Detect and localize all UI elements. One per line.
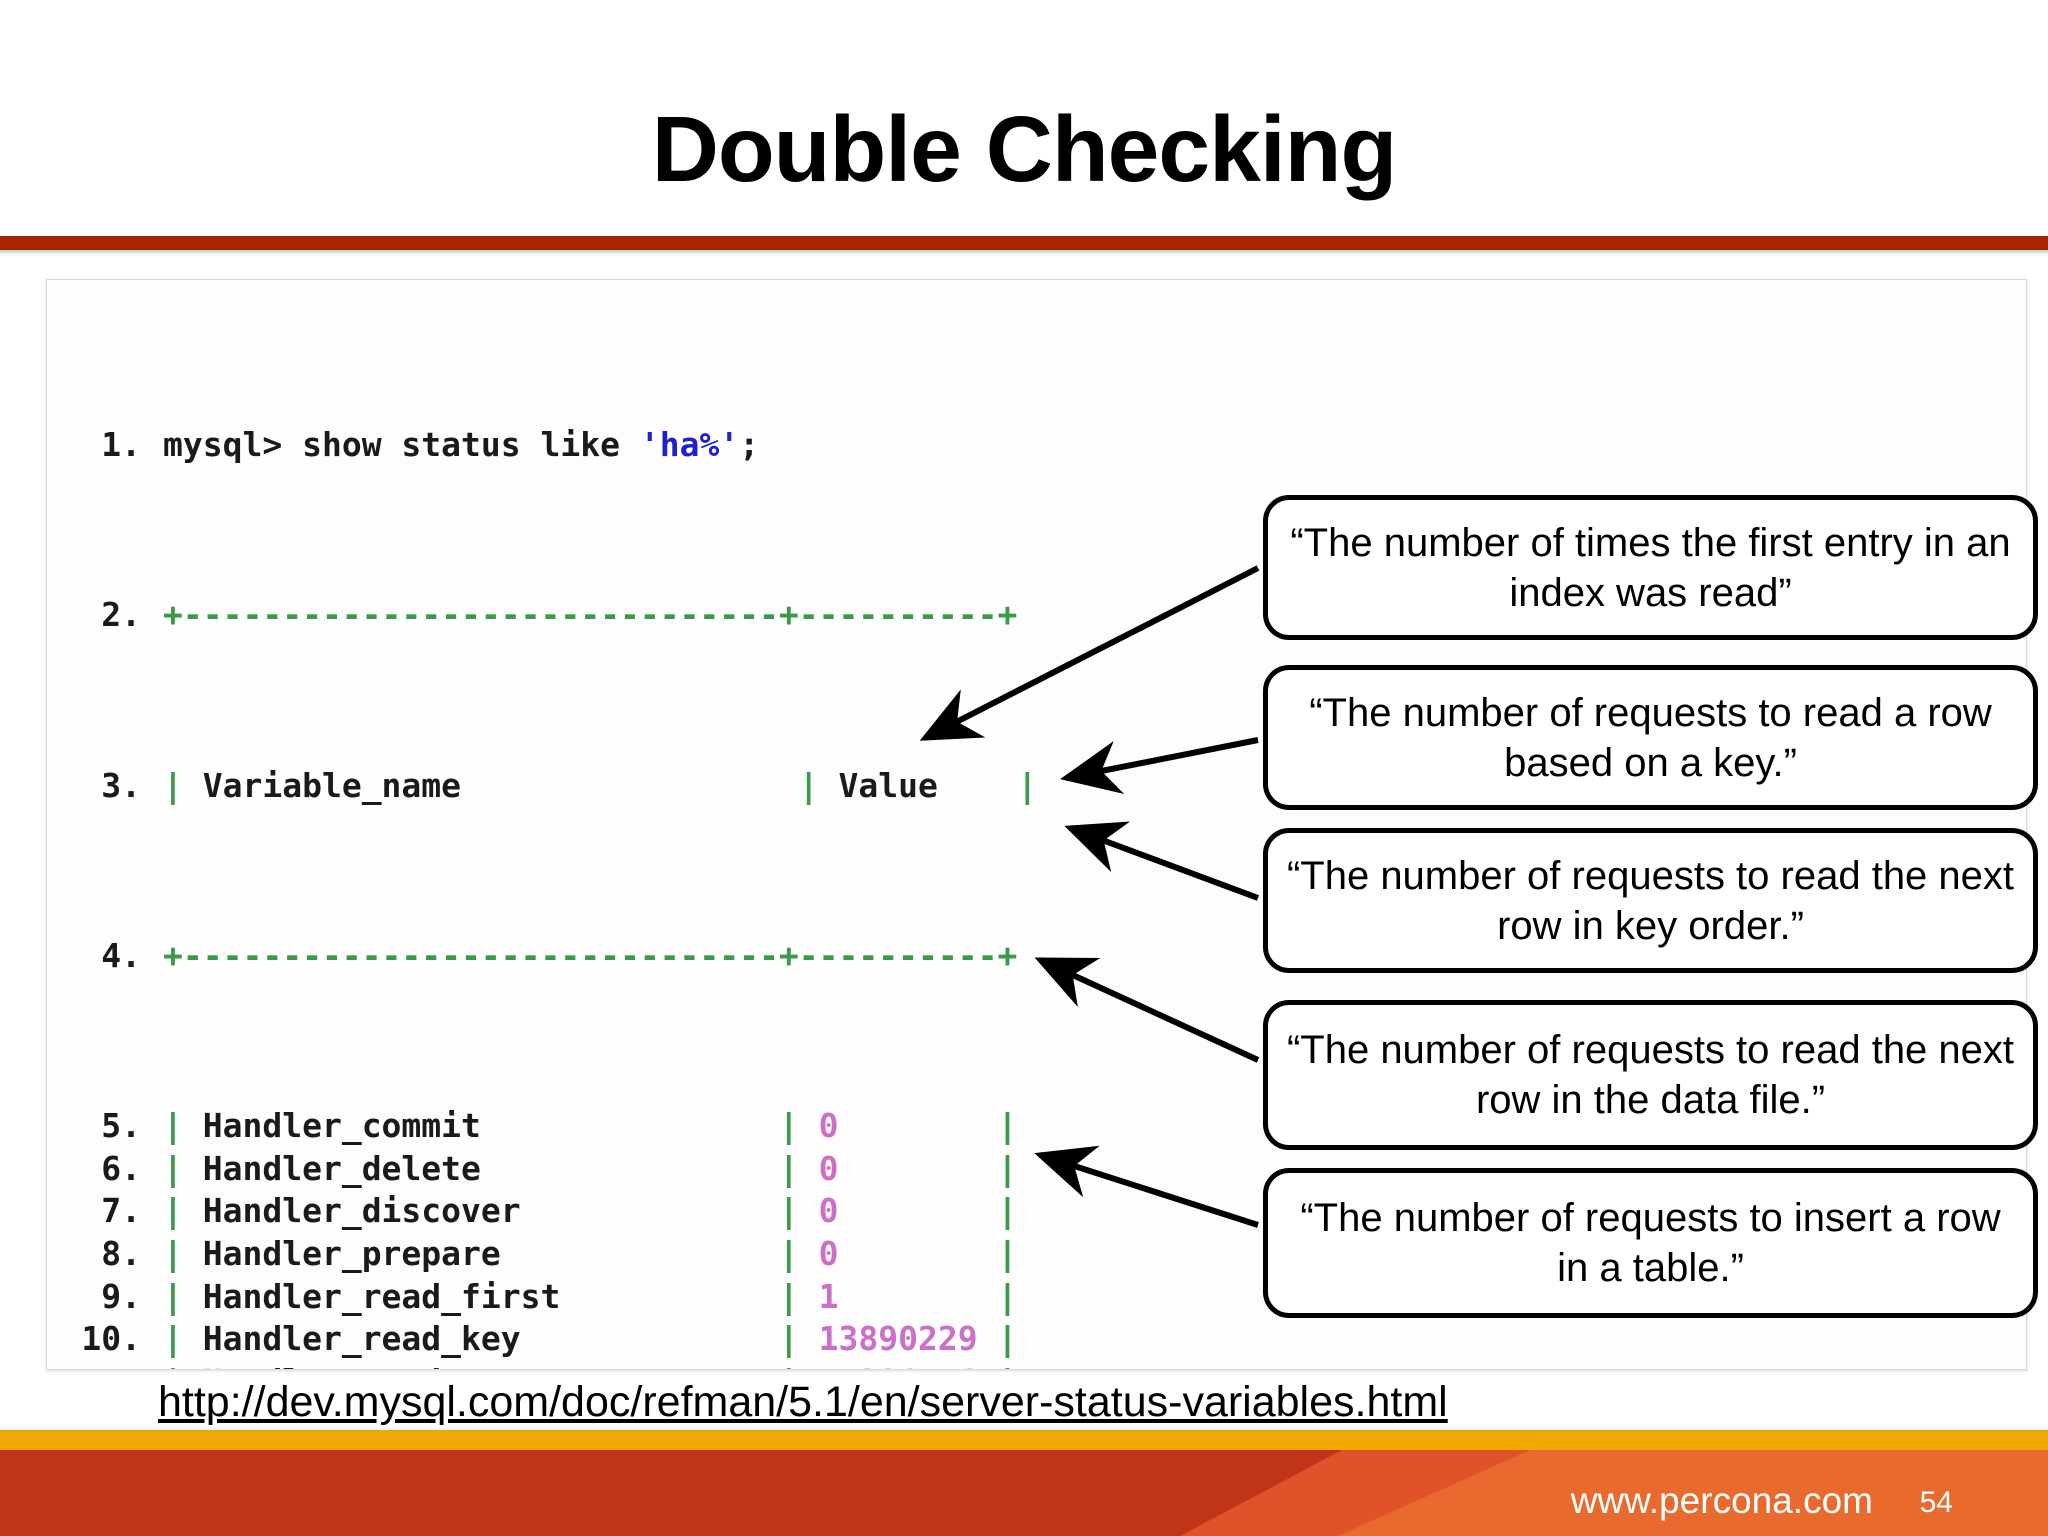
table-row: 8. | Handler_prepare | 0 | [63, 1233, 1037, 1276]
line-number: 4. [101, 935, 141, 975]
pipe: | [778, 1148, 819, 1188]
value-cell: 0 [818, 1234, 998, 1274]
pipe: | [163, 1362, 203, 1369]
pipe: | [163, 1319, 203, 1359]
variable-name-cell: Handler_read_next [203, 1362, 779, 1369]
callout-text: “The number of times the first entry in … [1290, 520, 2011, 615]
line-number: 8. [101, 1234, 141, 1274]
table-row: 7. | Handler_discover | 0 | [63, 1190, 1037, 1233]
mysql-prompt: mysql> [163, 424, 283, 464]
table-row: 6. | Handler_delete | 0 | [63, 1148, 1037, 1191]
line-number: 3. [101, 765, 141, 805]
terminal-line-3: 3. | Variable_name | Value | [63, 765, 1037, 808]
variable-name-cell: Handler_read_first [202, 1276, 779, 1316]
source-url-link[interactable]: http://dev.mysql.com/doc/refman/5.1/en/s… [158, 1378, 1448, 1426]
footer-page-number: 54 [1919, 1486, 1953, 1519]
callout-write: “The number of requests to insert a row … [1263, 1168, 2038, 1318]
line-number: 2. [101, 595, 141, 635]
pipe: | [163, 1106, 203, 1146]
callout-text: “The number of requests to insert a row … [1300, 1196, 2001, 1290]
terminal-line-2: 2. +------------------------------+------… [63, 594, 1037, 637]
pipe: | [779, 1362, 819, 1369]
pipe: | [163, 765, 203, 805]
pipe: | [997, 1362, 1017, 1369]
callout-read-first: “The number of times the first entry in … [1263, 495, 2038, 640]
variable-name-cell: Handler_prepare [202, 1234, 779, 1274]
title-divider-shadow [0, 250, 2048, 255]
header-pad [461, 766, 799, 805]
line-number: 11. [63, 1361, 141, 1369]
value-cell: 1 [818, 1276, 998, 1316]
value-cell: 13890229 [818, 1319, 998, 1359]
pipe: | [778, 1191, 819, 1231]
table-row: 9. | Handler_read_first | 1 | [63, 1276, 1037, 1319]
value-cell: 0 [818, 1148, 998, 1188]
value-cell: 14286456 [819, 1362, 998, 1369]
variable-name-cell: Handler_commit [202, 1106, 779, 1146]
variable-name-cell: Handler_discover [202, 1191, 779, 1231]
callout-read-next: “The number of requests to read the next… [1263, 828, 2038, 973]
line-number: 1. [101, 424, 141, 464]
pipe: | [163, 1191, 203, 1231]
terminal-rows: 5. | Handler_commit | 0 | 6. | Handler_dele… [63, 1105, 1037, 1369]
variable-name-cell: Handler_delete [202, 1148, 779, 1188]
page-title: Double Checking [651, 97, 1398, 201]
pipe: | [997, 1319, 1018, 1359]
terminal-line-1: 1. mysql> show status like 'ha%'; [63, 424, 1037, 467]
pipe: | [778, 1319, 819, 1359]
pipe: | [1017, 765, 1038, 805]
column-header-value: Value [838, 765, 938, 805]
terminal-line-4: 4. +------------------------------+------… [63, 935, 1037, 978]
pipe: | [163, 1148, 203, 1188]
line-number: 10. [81, 1319, 141, 1359]
column-header-variable-name: Variable_name [202, 765, 462, 805]
variable-name-cell: Handler_read_key [202, 1319, 779, 1359]
callout-read-rnd-next: “The number of requests to read the next… [1263, 1000, 2038, 1150]
pipe: | [997, 1276, 1018, 1316]
sql-literal: 'ha%' [639, 424, 740, 464]
table-row: 10. | Handler_read_key | 13890229 | [63, 1318, 1037, 1361]
line-number: 5. [101, 1106, 141, 1146]
pipe: | [163, 1276, 203, 1316]
callout-text: “The number of requests to read a row ba… [1309, 690, 1992, 785]
pipe: | [778, 1276, 819, 1316]
footer-website: www.percona.com [1570, 1480, 1873, 1521]
callout-text: “The number of requests to read the next… [1286, 853, 2015, 948]
line-number: 7. [101, 1191, 141, 1231]
pipe: | [997, 1234, 1018, 1274]
footer-gold-stripe [0, 1430, 2048, 1450]
callout-text: “The number of requests to read the next… [1286, 1028, 2015, 1122]
pipe: | [778, 1234, 819, 1274]
sql-command: show status like [282, 424, 640, 464]
value-cell: 0 [818, 1106, 998, 1146]
line-number: 6. [101, 1148, 141, 1188]
sql-semicolon: ; [739, 424, 760, 464]
table-row: 5. | Handler_commit | 0 | [63, 1105, 1037, 1148]
title-divider [0, 236, 2048, 250]
callout-read-key: “The number of requests to read a row ba… [1263, 665, 2038, 810]
pipe: | [997, 1106, 1018, 1146]
table-row: 11. | Handler_read_next | 14286456 | [63, 1361, 1037, 1369]
pipe: | [997, 1148, 1018, 1188]
terminal-text: 1. mysql> show status like 'ha%'; 2. +----… [63, 296, 1037, 1369]
pipe: | [778, 1106, 819, 1146]
slide-footer: www.percona.com 54 [0, 1430, 2048, 1536]
pipe: | [997, 1191, 1018, 1231]
header-pad [938, 766, 1017, 805]
line-number: 9. [101, 1276, 141, 1316]
pipe: | [798, 765, 839, 805]
table-rule-header: +------------------------------+--------… [163, 935, 1018, 975]
value-cell: 0 [818, 1191, 998, 1231]
pipe: | [163, 1234, 203, 1274]
table-rule-top: +------------------------------+--------… [163, 595, 1018, 635]
